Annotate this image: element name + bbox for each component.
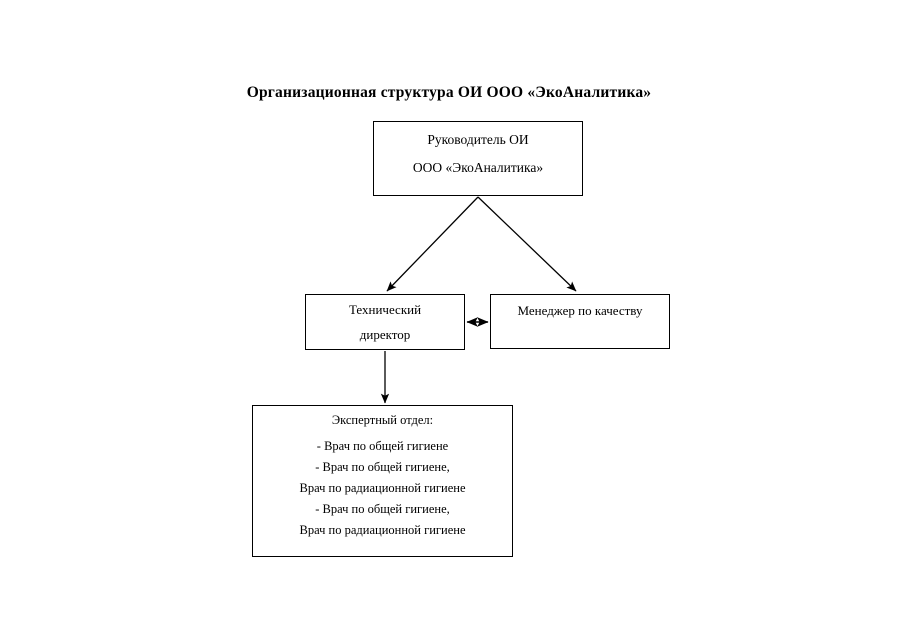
node-expert-department[interactable]: Экспертный отдел: - Врач по общей гигиен… bbox=[252, 405, 513, 557]
node-expert-line-5: Врач по радиационной гигиене bbox=[299, 523, 466, 537]
connector-director-to-technical bbox=[386, 196, 479, 292]
node-expert-line-1: - Врач по общей гигиене bbox=[316, 439, 449, 453]
node-director-line-2: ООО «ЭкоАналитика» bbox=[412, 160, 544, 175]
node-director-line-1: Руководитель ОИ bbox=[427, 132, 529, 147]
node-director[interactable]: Руководитель ОИ ООО «ЭкоАналитика» bbox=[373, 121, 583, 196]
node-technical-line-1: Технический bbox=[348, 302, 422, 317]
node-quality-manager[interactable]: Менеджер по качеству bbox=[490, 294, 670, 349]
node-expert-line-3: Врач по радиационной гигиене bbox=[299, 481, 466, 495]
node-expert-line-4: - Врач по общей гигиене, bbox=[315, 502, 450, 516]
connector-director-to-quality bbox=[477, 196, 577, 292]
node-technical-line-2: директор bbox=[359, 327, 411, 342]
page-title: Организационная структура ОИ ООО «ЭкоАна… bbox=[246, 84, 652, 101]
node-quality-line-1: Менеджер по качеству bbox=[517, 303, 643, 318]
node-technical-director[interactable]: Технический директор bbox=[305, 294, 465, 350]
node-expert-line-2: - Врач по общей гигиене, bbox=[315, 460, 450, 474]
node-expert-heading: Экспертный отдел: bbox=[331, 413, 434, 427]
